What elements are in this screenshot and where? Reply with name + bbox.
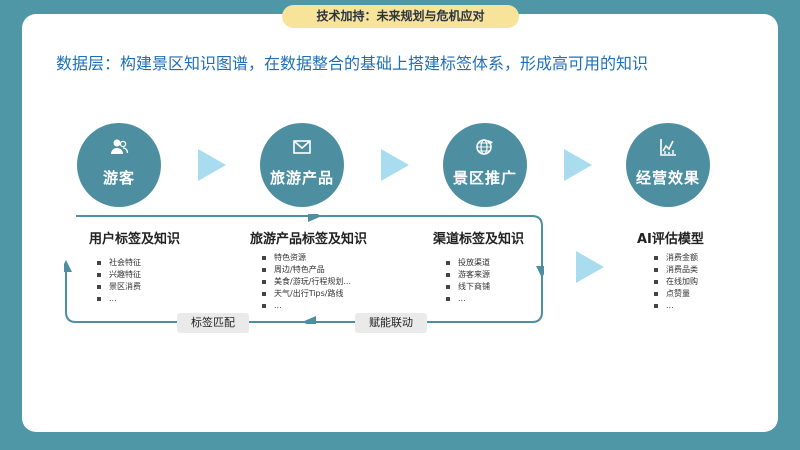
stage-product: 旅游产品 xyxy=(260,123,344,207)
column-title-user: 用户标签及知识 xyxy=(89,232,181,247)
list-item: 点赞量 xyxy=(652,288,698,300)
list-item: ... xyxy=(260,300,351,312)
list-item: 社会特征 xyxy=(95,257,141,269)
list-item: 在线加购 xyxy=(652,276,698,288)
stage-label: 游客 xyxy=(102,169,135,187)
stage-label: 景区推广 xyxy=(452,169,517,187)
column-list-model: 消费金额 消费品类 在线加购 点赞量 ... xyxy=(652,252,698,312)
content-card xyxy=(22,14,778,432)
page-headline: 数据层：构建景区知识图谱，在数据整合的基础上搭建标签体系，形成高可用的知识 xyxy=(56,54,649,73)
list-item: ... xyxy=(444,293,490,305)
list-item: 投放渠道 xyxy=(444,257,490,269)
flow-arrow xyxy=(576,251,604,283)
mail-icon xyxy=(293,140,311,154)
feedback-loop xyxy=(64,214,544,324)
stage-effect: 经营效果 xyxy=(626,123,710,207)
column-list-user: 社会特征 兴趣特征 景区消费 ... xyxy=(95,257,141,305)
list-item: 美食/游玩/行程规划... xyxy=(260,276,351,288)
list-item: 周边/特色产品 xyxy=(260,264,351,276)
column-list-product: 特色资源 周边/特色产品 美食/游玩/行程规划... 天气/出行Tips/路线 … xyxy=(260,252,351,312)
list-item: 特色资源 xyxy=(260,252,351,264)
chart-icon xyxy=(660,139,676,156)
flow-arrow xyxy=(564,149,592,181)
header-pill: 技术加持：未来规划与危机应对 xyxy=(282,5,519,28)
column-title-product: 旅游产品标签及知识 xyxy=(250,232,368,247)
list-item: 消费品类 xyxy=(652,264,698,276)
stage-tourist: 游客 xyxy=(77,123,161,207)
list-item: 天气/出行Tips/路线 xyxy=(260,288,351,300)
stage-label: 经营效果 xyxy=(635,169,700,187)
stage-label: 旅游产品 xyxy=(269,169,334,187)
tag-match-label: 标签匹配 xyxy=(177,313,249,333)
list-item: 景区消费 xyxy=(95,281,141,293)
tag-empower-label: 赋能联动 xyxy=(355,313,427,333)
flow-arrow xyxy=(198,149,226,181)
user-group-icon xyxy=(111,139,129,154)
flow-arrow xyxy=(381,149,409,181)
stage-promotion: 景区推广 xyxy=(443,123,527,207)
list-item: 消费金额 xyxy=(652,252,698,264)
column-list-channel: 投放渠道 游客来源 线下商铺 ... xyxy=(444,257,490,305)
list-item: ... xyxy=(652,300,698,312)
column-title-channel: 渠道标签及知识 xyxy=(433,232,525,247)
globe-icon xyxy=(476,139,493,155)
list-item: 线下商铺 xyxy=(444,281,490,293)
list-item: 兴趣特征 xyxy=(95,269,141,281)
list-item: 游客来源 xyxy=(444,269,490,281)
column-title-model: AI评估模型 xyxy=(637,232,704,247)
list-item: ... xyxy=(95,293,141,305)
